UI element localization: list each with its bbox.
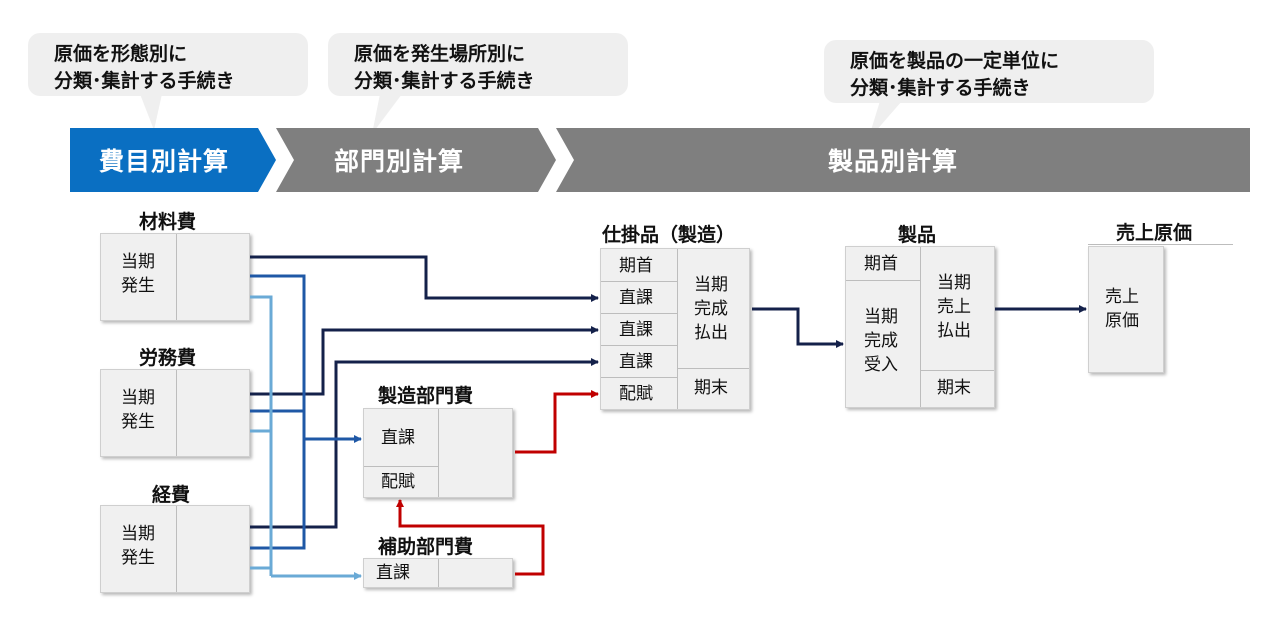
- arrow-overhead-indirect: [250, 439, 306, 550]
- auxiliary-dept-debit: 直課: [364, 559, 439, 587]
- credit-line: 当期: [694, 275, 728, 295]
- wip-debit-direct-overhead: 直課: [601, 346, 678, 378]
- callout-line: 分類･集計する手続き: [850, 77, 1031, 99]
- stage-product-calculation: 製品別計算: [556, 128, 1250, 192]
- arrow-material-auxiliary: [250, 295, 273, 576]
- material-debit: 当期 発生: [101, 234, 177, 320]
- labor-cost-title: 労務費: [139, 347, 197, 369]
- callout-department-calculation: 原価を発生場所別に 分類･集計する手続き: [328, 33, 628, 96]
- wip-title: 仕掛品（製造）: [602, 224, 736, 246]
- debit-line: 発生: [121, 412, 155, 432]
- manufacturing-dept-title: 製造部門費: [378, 385, 474, 407]
- credit-line: 完成: [694, 299, 728, 319]
- arrow-auxiliary-to-dept-allocation: [396, 499, 545, 576]
- arrow-dept-to-wip-allocation: [515, 390, 599, 454]
- debit-line: 当期: [864, 307, 898, 327]
- arrow-wip-to-product: [752, 307, 844, 348]
- product-title: 製品: [898, 224, 937, 246]
- manufacturing-dept-account: 直課 配賦: [363, 408, 513, 498]
- product-credit-sold: 当期 売上 払出: [921, 247, 994, 371]
- manufacturing-dept-debit-allocated: 配賦: [364, 467, 439, 497]
- cogs-debit: 売上 原価: [1089, 247, 1163, 372]
- debit-line: 発生: [121, 276, 155, 296]
- stage-label: 製品別計算: [827, 147, 958, 176]
- debit-line: 受入: [864, 355, 898, 375]
- wip-debit-direct-material: 直課: [601, 282, 678, 314]
- callout-expense-calculation: 原価を形態別に 分類･集計する手続き: [28, 33, 308, 96]
- manufacturing-dept-debit-direct: 直課: [364, 409, 439, 467]
- product-debit-opening: 期首: [846, 247, 921, 281]
- wip-credit-completed: 当期 完成 払出: [678, 249, 749, 369]
- product-credit-ending: 期末: [937, 378, 971, 398]
- product-account: 期首 当期 完成 受入 当期 売上 払出 期末: [845, 246, 995, 408]
- stage-label: 部門別計算: [333, 147, 464, 176]
- arrow-material-indirect: [250, 274, 306, 439]
- overhead-cost-title: 経費: [152, 484, 191, 506]
- arrow-overhead-direct: [250, 358, 599, 529]
- arrow-labor-direct: [250, 326, 599, 396]
- wip-account: 期首 直課 直課 直課 配賦 当期 完成 払出 期末: [600, 248, 750, 410]
- labor-debit: 当期 発生: [101, 370, 177, 456]
- credit-line: 売上: [937, 297, 971, 317]
- debit-line: 完成: [864, 331, 898, 351]
- arrow-material-direct: [250, 255, 599, 302]
- callout-line: 分類･集計する手続き: [354, 70, 535, 92]
- wip-debit-direct-labor: 直課: [601, 314, 678, 346]
- debit-line: 原価: [1105, 311, 1139, 331]
- credit-line: 当期: [937, 273, 971, 293]
- debit-line: 売上: [1105, 287, 1139, 307]
- product-debit-received: 当期 完成 受入: [846, 281, 921, 407]
- debit-line: 当期: [121, 388, 155, 408]
- callout-line: 原価を発生場所別に: [354, 43, 526, 65]
- callout-line: 原価を製品の一定単位に: [850, 50, 1060, 72]
- overhead-debit: 当期 発生: [101, 506, 177, 592]
- stage-expense-calculation: 費目別計算: [70, 128, 276, 192]
- callout-line: 分類･集計する手続き: [54, 70, 235, 92]
- stage-label: 費目別計算: [98, 147, 229, 176]
- credit-line: 払出: [937, 321, 971, 341]
- callout-line: 原価を形態別に: [54, 43, 188, 65]
- labor-cost-account: 当期 発生: [100, 369, 250, 457]
- wip-debit-opening: 期首: [601, 249, 678, 282]
- material-cost-account: 当期 発生: [100, 233, 250, 321]
- auxiliary-dept-account: 直課: [363, 558, 513, 588]
- credit-line: 払出: [694, 323, 728, 343]
- stage-department-calculation: 部門別計算: [276, 128, 556, 192]
- overhead-cost-account: 当期 発生: [100, 505, 250, 593]
- wip-debit-allocated: 配賦: [601, 378, 678, 409]
- cogs-title-underline: [1088, 244, 1233, 245]
- cogs-account: 売上 原価: [1088, 246, 1164, 373]
- debit-line: 当期: [121, 252, 155, 272]
- material-cost-title: 材料費: [139, 211, 197, 233]
- cogs-title: 売上原価: [1116, 222, 1193, 244]
- auxiliary-dept-title: 補助部門費: [378, 536, 474, 558]
- debit-line: 発生: [121, 548, 155, 568]
- wip-credit-ending: 期末: [694, 378, 728, 398]
- callout-product-calculation: 原価を製品の一定単位に 分類･集計する手続き: [824, 40, 1154, 103]
- debit-line: 当期: [121, 524, 155, 544]
